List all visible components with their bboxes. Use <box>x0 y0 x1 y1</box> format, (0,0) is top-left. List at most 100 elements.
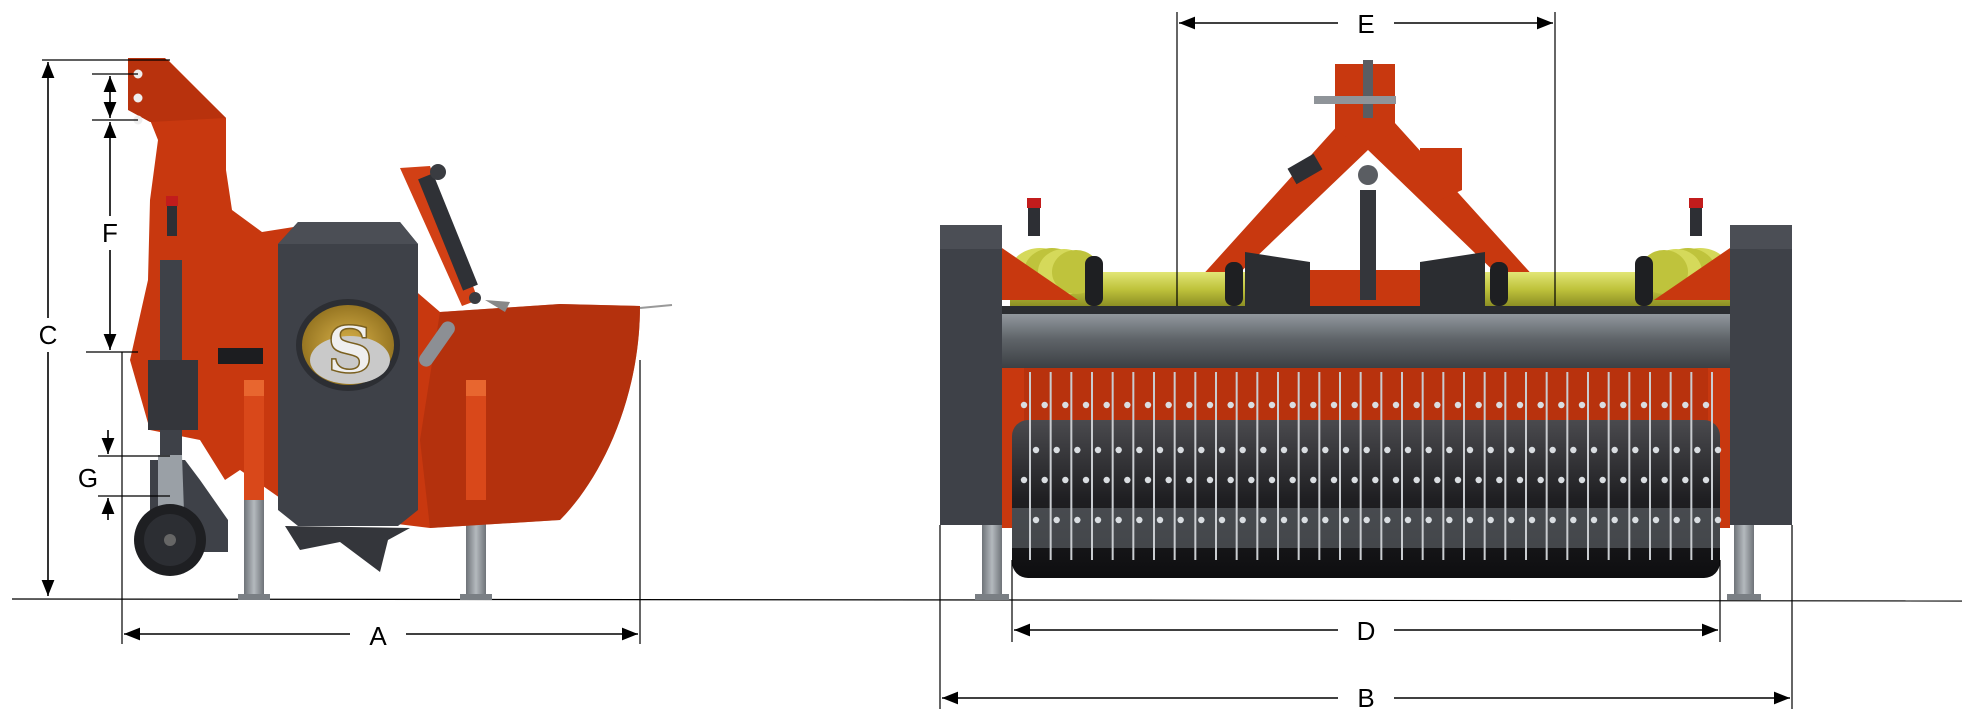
tine-bolt <box>1115 516 1122 524</box>
tine-bolt <box>1496 476 1503 484</box>
tine-bolt <box>1156 516 1164 524</box>
tine-bolt <box>1144 476 1152 484</box>
tine-bolt <box>1144 401 1152 409</box>
tine-bolt <box>1694 446 1701 454</box>
tine-bolt <box>1260 516 1267 524</box>
tine-bolt <box>1206 476 1214 484</box>
tine-bolt <box>1413 476 1420 484</box>
tine-bolt <box>1041 476 1048 484</box>
front-side-panel-left <box>940 225 1002 525</box>
side-hydraulic-cylinder <box>418 173 478 291</box>
side-hitch-plate <box>128 58 226 122</box>
tine-bolt <box>1620 476 1627 484</box>
dim-label-f: F <box>102 218 118 248</box>
tine-bolt <box>1652 516 1660 524</box>
dim-label-a: A <box>369 621 387 651</box>
tine-bolt <box>1425 446 1432 454</box>
tine-bolt <box>1280 516 1288 524</box>
tine-bolt <box>1020 476 1028 484</box>
tine-bolt <box>1425 516 1432 524</box>
tine-bolt <box>1404 446 1412 454</box>
tine-bolt <box>1020 401 1028 409</box>
tine-bolt <box>1218 446 1226 454</box>
tine-bolt <box>1342 446 1350 454</box>
tine-bolt <box>1516 401 1524 409</box>
tine-bolt <box>1074 446 1081 454</box>
tine-bolt <box>1475 401 1482 409</box>
tine-bolt <box>1248 476 1255 484</box>
tine-bolt <box>1632 446 1639 454</box>
tine-bolt <box>1528 516 1536 524</box>
tine-bolt <box>1404 516 1412 524</box>
front-roller <box>1012 420 1720 578</box>
tine-bolt <box>1301 516 1308 524</box>
tine-bolt <box>1156 446 1164 454</box>
tine-bolt <box>1466 516 1474 524</box>
tine-bolt <box>1206 401 1214 409</box>
tine-bolt <box>1032 516 1040 524</box>
dim-label-d: D <box>1357 616 1376 646</box>
tine-bolt <box>1330 401 1338 409</box>
tine-bolt <box>1124 401 1131 409</box>
dimension-lines: C F G A E D <box>34 6 1793 709</box>
tine-bolt <box>1082 476 1090 484</box>
tine-bolt <box>1351 401 1358 409</box>
tine-bolt <box>1041 401 1048 409</box>
tine-bolt <box>1496 401 1503 409</box>
tine-bolt <box>1053 446 1060 454</box>
tine-bolt <box>1310 401 1317 409</box>
tine-bolt <box>1239 516 1246 524</box>
tine-bolt <box>1392 401 1400 409</box>
tine-bolt <box>1682 401 1689 409</box>
tine-bolt <box>1094 516 1102 524</box>
tine-bolt <box>1372 476 1379 484</box>
tine-bolt <box>1434 476 1441 484</box>
tine-bolt <box>1372 401 1379 409</box>
tine-bolt <box>1115 446 1122 454</box>
tine-bolt <box>1198 446 1205 454</box>
tine-bolt <box>1434 401 1441 409</box>
tine-bolt <box>1590 516 1598 524</box>
dim-label-c: C <box>39 320 58 350</box>
tine-bolt <box>1322 516 1329 524</box>
tine-bolt <box>1248 401 1255 409</box>
tine-bolt <box>1537 476 1544 484</box>
tine-bolt <box>1661 476 1668 484</box>
tine-bolt <box>1682 476 1689 484</box>
tine-bolt <box>1186 401 1193 409</box>
front-top-beam <box>1002 310 1730 368</box>
tine-bolt <box>1392 476 1400 484</box>
tine-bolt <box>1446 516 1453 524</box>
tine-bolt <box>1652 446 1660 454</box>
tine-bolt <box>1280 446 1288 454</box>
dim-label-e: E <box>1357 9 1374 39</box>
side-leg-front <box>244 500 264 598</box>
tine-bolt <box>1165 476 1172 484</box>
tine-bolt <box>1702 401 1710 409</box>
tine-bolt <box>1268 401 1276 409</box>
brand-logo: S <box>296 299 400 391</box>
tine-bolt <box>1094 446 1102 454</box>
tine-bolt <box>1032 446 1040 454</box>
tine-bolt <box>1053 516 1060 524</box>
tine-bolt <box>1694 516 1701 524</box>
tine-bolt <box>1611 516 1618 524</box>
tine-bolt <box>1289 401 1296 409</box>
front-side-panel-right <box>1730 225 1792 525</box>
tine-bolt <box>1549 516 1556 524</box>
tine-bolt <box>1186 476 1193 484</box>
tine-bolt <box>1632 516 1639 524</box>
tine-bolt <box>1177 446 1184 454</box>
tine-bolt <box>1136 446 1143 454</box>
tine-bolt <box>1702 476 1710 484</box>
tine-bolt <box>1177 516 1184 524</box>
tine-bolt <box>1620 401 1627 409</box>
tine-bolt <box>1661 401 1668 409</box>
tine-bolt <box>1268 476 1276 484</box>
tine-bolt <box>1227 476 1234 484</box>
tine-bolt <box>1289 476 1296 484</box>
side-view: S <box>128 58 673 600</box>
tine-bolt <box>1103 476 1110 484</box>
tine-bolt <box>1165 401 1172 409</box>
